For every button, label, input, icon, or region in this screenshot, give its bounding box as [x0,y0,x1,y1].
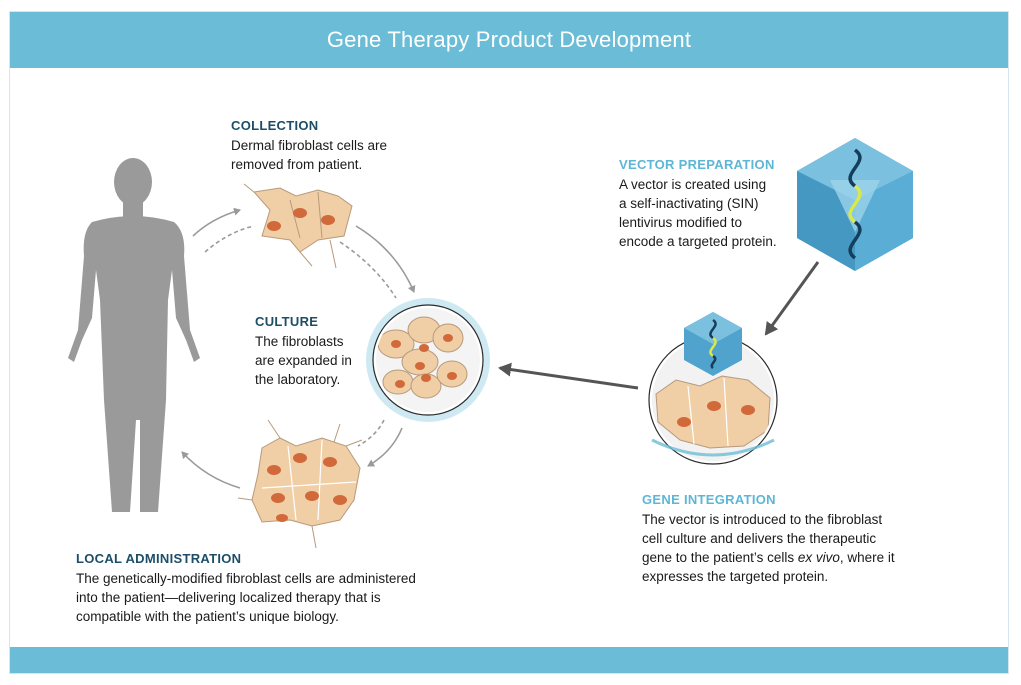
small-vector-icon [684,312,742,376]
arrow-to-culture [355,225,416,293]
integration-heading: GENE INTEGRATION [642,492,776,507]
culture-text-2: are expanded in [255,353,352,368]
vector-text-4: encode a targeted protein. [619,234,777,249]
cycle-arrows [181,207,416,489]
infographic-frame [9,11,1009,674]
culture-text-3: the laboratory. [255,372,341,387]
integration-text-2: cell culture and delivers the therapeuti… [642,531,877,546]
lentivirus-icon [797,138,913,271]
administration-text-2: into the patient—delivering localized th… [76,590,381,605]
arrow-to-culture-dashed [339,241,397,299]
integration-block: GENE INTEGRATION The vector is introduce… [642,490,895,586]
culture-dish-icon [366,298,490,422]
arrow-to-administration-dashed [357,419,385,447]
arrow-integration-to-culture [498,362,639,390]
arrow-to-patient [181,451,241,489]
petri-dish-icon [648,312,778,465]
administration-cells [237,419,363,549]
vector-text-3: lentivirus modified to [619,215,743,230]
administration-text-3: compatible with the patient’s unique bio… [76,609,339,624]
page-title: Gene Therapy Product Development [326,27,692,52]
ex-vivo-term: ex vivo [797,550,840,565]
vector-heading: VECTOR PREPARATION [619,157,775,172]
administration-heading: LOCAL ADMINISTRATION [76,551,242,566]
header-bar: Gene Therapy Product Development [10,12,1008,68]
collection-heading: COLLECTION [231,118,319,133]
collection-text-2: removed from patient. [231,157,363,172]
collection-block: COLLECTION Dermal fibroblast cells are r… [231,116,387,174]
arrow-to-collection-dashed [204,225,255,253]
vector-text-2: a self-inactivating (SIN) [619,196,759,211]
footer-bar [10,647,1008,673]
arrow-vector-to-dish [764,261,820,336]
integration-text-4: expresses the targeted protein. [642,569,829,584]
integration-text-1: The vector is introduced to the fibrobla… [642,512,883,527]
vector-block: VECTOR PREPARATION A vector is created u… [619,155,777,251]
arrow-to-administration [367,427,403,467]
human-silhouette-icon [68,158,200,512]
vector-text-1: A vector is created using [619,177,767,192]
administration-text-1: The genetically-modified fibroblast cell… [76,571,416,586]
administration-block: LOCAL ADMINISTRATION The genetically-mod… [76,549,416,626]
arrow-to-collection [192,207,241,237]
process-arrows [498,261,820,390]
collection-text-1: Dermal fibroblast cells are [231,138,388,153]
culture-heading: CULTURE [255,314,319,329]
integration-text-3: gene to the patient’s cells ex vivo, whe… [642,550,895,565]
culture-text-1: The fibroblasts [255,334,344,349]
collection-cells [243,183,353,269]
culture-block: CULTURE The fibroblasts are expanded in … [255,312,352,389]
